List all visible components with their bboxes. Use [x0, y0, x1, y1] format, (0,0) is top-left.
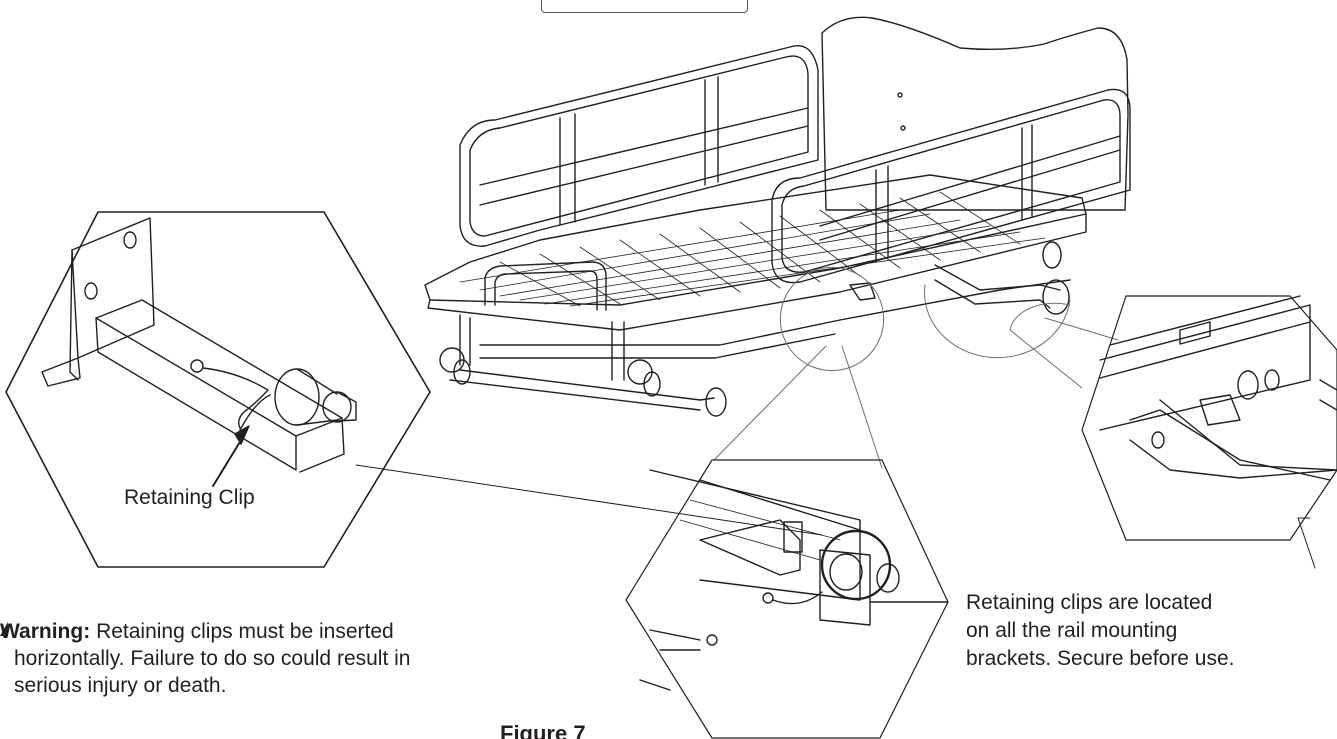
header-tab: [541, 0, 748, 13]
rail-bracket-closeup: [625, 459, 949, 739]
mounting-note: Retaining clips are located on all the r…: [966, 589, 1234, 673]
mounting-note-line-1: Retaining clips are located: [966, 591, 1213, 614]
mounting-note-line-3: brackets. Secure before use.: [966, 647, 1235, 670]
retaining-clip-detail: [5, 211, 431, 568]
warning-text-1: Retaining clips must be inserted: [96, 620, 394, 643]
warning-line-1: Warning: Retaining clips must be inserte…: [0, 620, 394, 644]
warning-text-3: serious injury or death.: [14, 674, 227, 697]
retaining-clip-label: Retaining Clip: [124, 486, 255, 509]
rail-bracket-closeup-right: [1081, 295, 1337, 541]
warning-text-2: horizontally. Failure to do so could res…: [14, 647, 411, 670]
figure-caption: Figure 7: [500, 721, 586, 739]
warning-label: Warning:: [0, 620, 91, 643]
detail-callout-lines: [355, 266, 1316, 569]
mounting-note-line-2: on all the rail mounting: [966, 619, 1178, 642]
bed-frame: [424, 16, 1131, 417]
warning-triangle-icon: [0, 622, 8, 636]
